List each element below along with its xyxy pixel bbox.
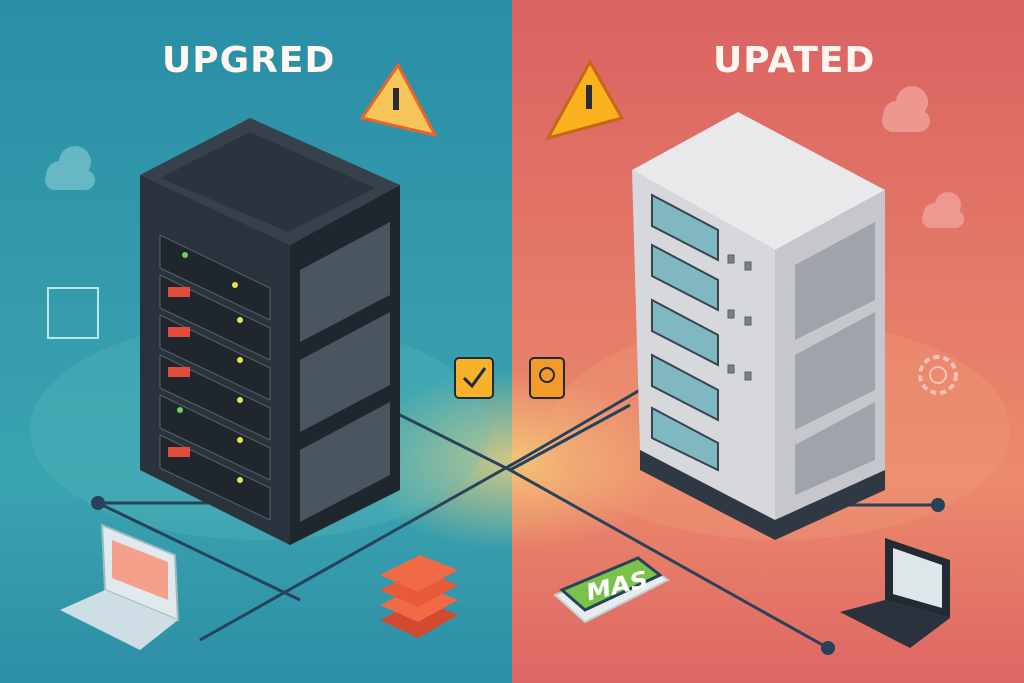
cloud-icon [922,192,964,228]
right-title: UPATED [713,40,876,81]
cloud-icon [45,146,95,190]
white-server-rack [632,112,885,540]
check-badge-icon [454,357,494,399]
gear-icon [918,355,958,395]
laptop-icon [60,523,180,650]
laptop-icon [840,538,950,648]
warning-icon [544,58,625,141]
window-icon [47,287,99,339]
storage-stack [380,555,458,638]
left-title: UPGRED [162,40,336,81]
dark-server-rack [140,118,400,545]
warning-icon [359,62,438,138]
cloud-icon [882,86,930,132]
nas-device [553,556,670,624]
alert-badge-icon [529,357,565,399]
